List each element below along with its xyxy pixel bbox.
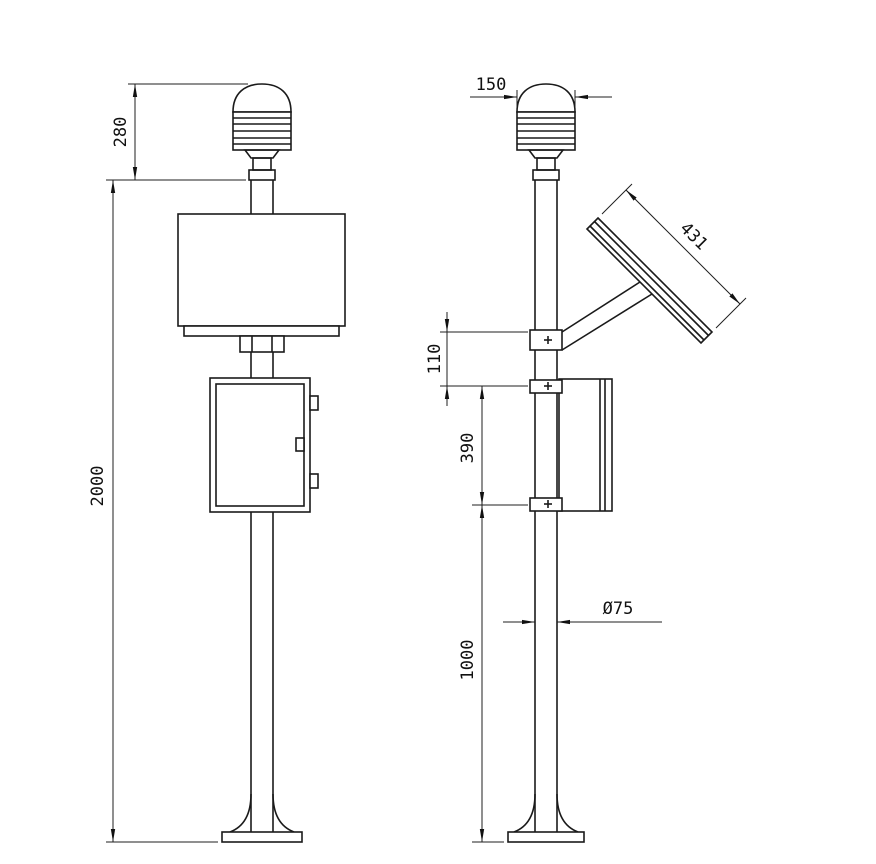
dim-2000-pole-height: 2000 <box>88 180 218 843</box>
pole-clamps <box>529 329 563 512</box>
dim-label-280: 280 <box>111 117 131 148</box>
sensor-neck <box>252 157 272 171</box>
front-display-box <box>177 213 346 353</box>
front-control-cabinet <box>209 377 319 513</box>
dim-label-2000: 2000 <box>88 466 108 507</box>
side-base <box>507 793 585 843</box>
dim-75-pole-diameter: Ø75 <box>503 599 662 625</box>
dim-390-box-height: 390 <box>458 386 528 506</box>
sensor-collar <box>243 149 281 159</box>
dim-label-110: 110 <box>425 344 445 375</box>
dim-1000-lower-pole: 1000 <box>458 505 504 843</box>
dim-110-bracket-gap: 110 <box>425 312 528 406</box>
cabinet-hinge-top <box>309 395 319 411</box>
dim-label-1000: 1000 <box>458 640 478 681</box>
display-box-bracket <box>239 335 285 353</box>
front-radiation-shield-sensor <box>232 83 292 181</box>
pole-top-flange <box>248 169 276 181</box>
side-radiation-shield-sensor <box>516 83 576 181</box>
dim-label-431: 431 <box>676 219 712 255</box>
dim-280-sensor-height: 280 <box>106 83 248 181</box>
pole-top-flange <box>532 169 560 181</box>
dim-label-150: 150 <box>476 75 507 95</box>
side-view <box>507 83 714 843</box>
side-equipment-box <box>558 378 613 512</box>
sensor-dome <box>232 83 292 113</box>
sensor-collar <box>527 149 565 159</box>
dimension-annotations: 280 2000 150 431 110 <box>88 75 747 843</box>
cabinet-latch <box>295 437 305 452</box>
sensor-dome <box>516 83 576 113</box>
dim-150-sensor-width: 150 <box>470 75 612 110</box>
front-base <box>221 793 303 843</box>
dim-label-diameter-75: Ø75 <box>603 599 634 619</box>
dim-label-390: 390 <box>458 433 478 464</box>
front-view <box>177 83 346 843</box>
front-base-plate <box>221 831 303 843</box>
side-base-plate <box>507 831 585 843</box>
cabinet-hinge-bottom <box>309 473 319 489</box>
panel-strut <box>561 281 641 333</box>
sensor-neck <box>536 157 556 171</box>
